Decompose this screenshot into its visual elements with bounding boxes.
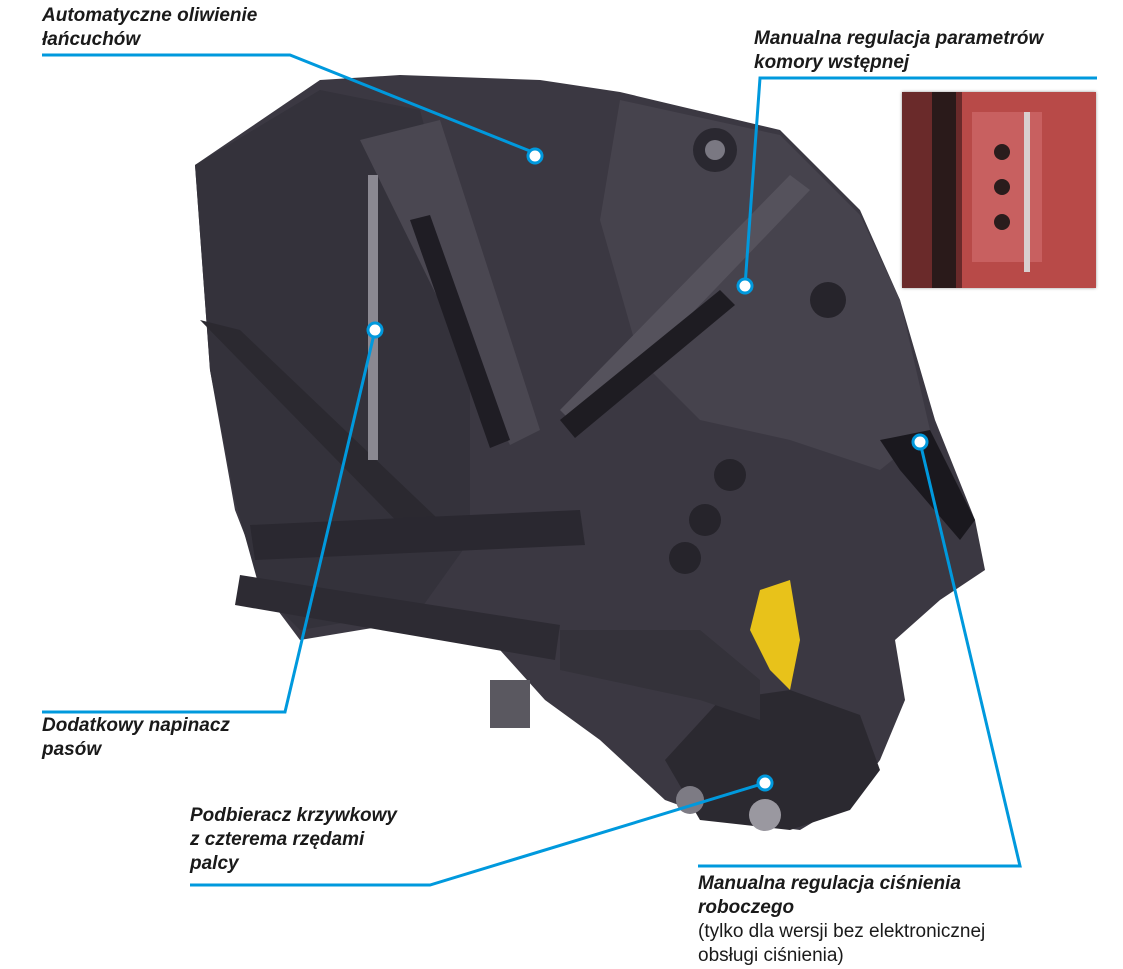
label-note: (tylko dla wersji bez elektronicznej xyxy=(698,921,986,942)
label-line: Manualna regulacja parametrów xyxy=(754,28,1044,49)
inset-rod xyxy=(1024,112,1030,272)
roller-bearing xyxy=(714,459,746,491)
roller-bearing xyxy=(705,140,725,160)
tension-spring xyxy=(368,175,378,460)
label-prechamber-adjustment: Manualna regulacja parametrów komory wst… xyxy=(754,27,1043,75)
hydraulic-cylinder xyxy=(560,290,735,438)
inset-hole xyxy=(994,179,1010,195)
pickup-sprocket xyxy=(676,786,704,814)
roller-bearing xyxy=(669,542,701,574)
label-note: obsługi ciśnienia) xyxy=(698,945,844,966)
label-line: pasów xyxy=(42,739,102,760)
hydraulic-cylinder xyxy=(410,215,510,448)
label-pressure-adjustment: Manualna regulacja ciśnienia roboczego (… xyxy=(698,872,985,968)
label-automatic-chain-oiling: Automatyczne oliwienie łańcuchów xyxy=(42,4,257,52)
label-cam-pickup: Podbieracz krzywkowy z czterema rzędami … xyxy=(190,804,397,876)
roller-bearing xyxy=(689,504,721,536)
inset-hole xyxy=(994,214,1010,230)
roller-bearing xyxy=(810,282,846,318)
label-line: z czterema rzędami xyxy=(190,829,365,850)
inset-hole xyxy=(994,144,1010,160)
label-line: komory wstępnej xyxy=(754,52,910,73)
label-belt-tensioner: Dodatkowy napinacz pasów xyxy=(42,714,230,762)
label-line: Dodatkowy napinacz xyxy=(42,715,230,736)
pickup-sprocket xyxy=(749,799,781,831)
label-line: roboczego xyxy=(698,897,795,918)
label-line: palcy xyxy=(190,853,239,874)
label-line: Podbieracz krzywkowy xyxy=(190,805,397,826)
drawbar-bracket xyxy=(490,680,530,728)
label-line: łańcuchów xyxy=(42,29,141,50)
label-line: Manualna regulacja ciśnienia xyxy=(698,873,961,894)
chain-detail-inset-photo xyxy=(902,92,1096,288)
inset-chain xyxy=(932,92,956,288)
label-line: Automatyczne oliwienie xyxy=(42,5,258,26)
